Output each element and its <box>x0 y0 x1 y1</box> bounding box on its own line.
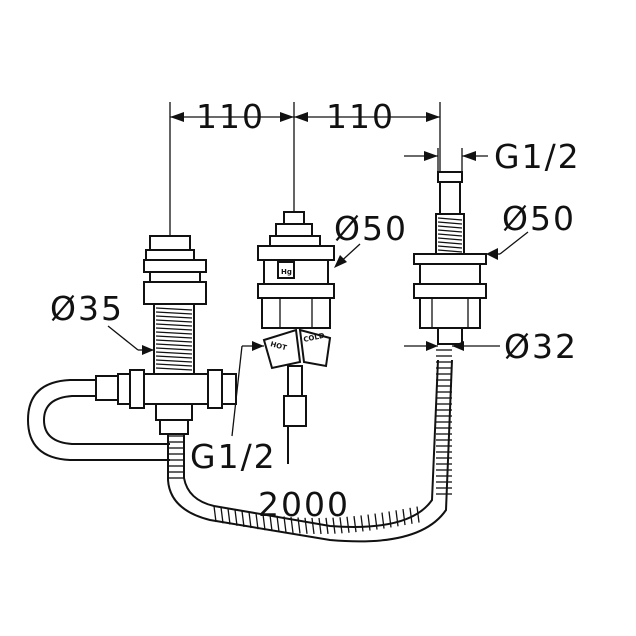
flange-threads <box>437 217 463 253</box>
thread-line <box>155 307 193 311</box>
thread-line <box>155 335 193 339</box>
dim-spacing-left: 110 <box>196 97 265 136</box>
thread-line <box>437 233 463 237</box>
thread-line <box>155 339 193 343</box>
hose-corrugation <box>168 349 452 535</box>
hose-rib <box>255 513 259 530</box>
center-thermostat: Hg HOT COLD <box>257 211 335 464</box>
hose-rib <box>346 516 350 533</box>
hose-rib <box>395 510 399 527</box>
hose-rib <box>297 517 301 534</box>
thread-line <box>437 229 463 233</box>
hose-rib <box>318 517 322 535</box>
thread-line <box>155 327 193 331</box>
dim-inlet-thread: G1/2 <box>494 137 581 176</box>
thread-line <box>155 323 193 327</box>
thread-line <box>155 367 193 371</box>
main-hose <box>167 349 453 543</box>
dim-spout-diameter: Ø35 <box>50 289 124 328</box>
dim-hose-diameter: Ø32 <box>504 327 578 366</box>
thread-line <box>437 221 463 225</box>
dim-spacing-right: 110 <box>326 97 395 136</box>
hose-rib <box>367 514 371 531</box>
hose-rib <box>248 512 252 529</box>
hose-rib <box>304 517 308 534</box>
hose-rib <box>360 515 364 532</box>
thread-line <box>155 331 193 335</box>
dim-thermostat-diameter: Ø50 <box>334 209 408 248</box>
hose-rib <box>241 510 245 528</box>
hose-rib <box>339 517 343 534</box>
hose-rib <box>311 517 315 535</box>
thread-line <box>437 245 463 249</box>
dim-flange-diameter: Ø50 <box>502 199 576 238</box>
dimension-lines <box>107 102 529 437</box>
hose-rib <box>325 517 329 534</box>
hose-rib <box>374 513 378 530</box>
hose-rib <box>213 505 217 523</box>
spout-threads <box>155 307 193 371</box>
hose-rib <box>283 516 287 533</box>
left-hose-loop <box>26 379 170 461</box>
hose-rib <box>388 511 392 528</box>
dim-hose-length: 2000 <box>258 485 350 524</box>
hose-rib <box>402 508 406 526</box>
hose-rib <box>234 509 238 526</box>
thread-line <box>155 311 193 315</box>
hose-rib <box>262 514 266 531</box>
hose-rib <box>332 517 336 534</box>
thread-line <box>437 237 463 241</box>
hose-rib <box>276 515 280 532</box>
thread-line <box>155 359 193 363</box>
hose-rib <box>290 516 294 534</box>
thread-line <box>437 225 463 229</box>
thread-line <box>155 347 193 351</box>
right-flange <box>413 171 487 345</box>
hose-rib <box>353 516 357 533</box>
thread-line <box>437 217 463 221</box>
thread-line <box>155 315 193 319</box>
thread-line <box>155 351 193 355</box>
hose-rib <box>416 506 420 523</box>
thread-line <box>155 343 193 347</box>
thread-line <box>155 355 193 359</box>
hose-rib <box>269 514 273 532</box>
hose-rib <box>220 507 224 524</box>
dimension-texts: 110 110 G1/2 Ø50 Ø50 Ø35 G1/2 Ø32 2000 <box>50 97 581 524</box>
hose-rib <box>409 507 413 524</box>
hose-rib <box>227 508 231 525</box>
left-valve <box>95 235 237 435</box>
thread-line <box>155 319 193 323</box>
hg-label: Hg <box>281 268 292 276</box>
thread-line <box>437 241 463 245</box>
dim-connection-thread: G1/2 <box>190 437 277 476</box>
thread-line <box>437 249 463 253</box>
thread-line <box>155 363 193 367</box>
hose-rib <box>381 512 385 529</box>
